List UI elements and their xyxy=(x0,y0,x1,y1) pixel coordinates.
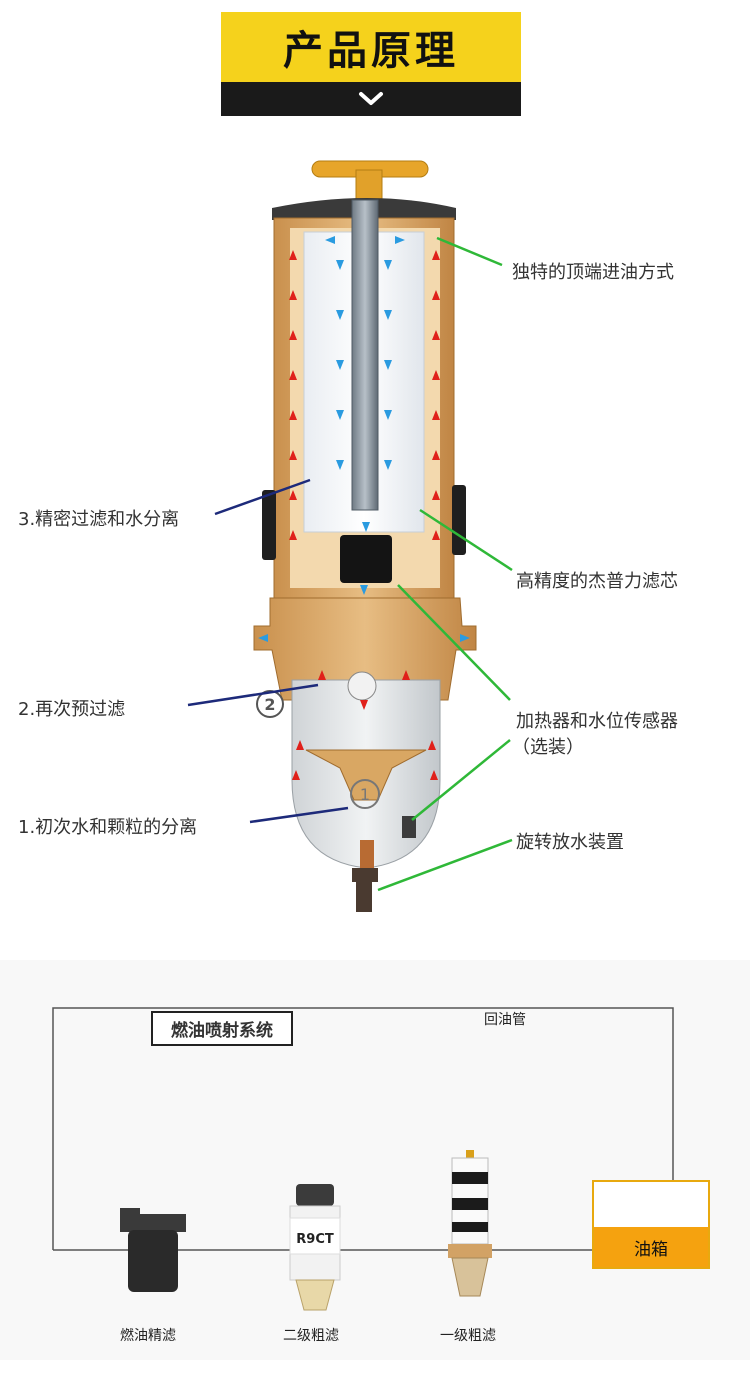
primary-filter-label: 一级粗滤 xyxy=(440,1328,496,1344)
secondary-model-text: R9CT xyxy=(296,1232,334,1247)
secondary-filter-image: R9CT xyxy=(289,1184,341,1311)
return-pipe-line xyxy=(52,1007,674,1250)
marker-1-text: 1 xyxy=(360,785,370,804)
section-title-footer xyxy=(221,82,521,116)
marker-2: 2 xyxy=(256,690,284,718)
chevron-down-icon xyxy=(359,92,383,105)
return-pipe-label: 回油管 xyxy=(484,1012,526,1028)
label-prefilter: 2.再次预过滤 xyxy=(18,699,126,720)
marker-1: 1 xyxy=(350,779,380,809)
check-ball xyxy=(347,671,377,701)
fine-filter-image xyxy=(120,1208,186,1292)
heater-sensor xyxy=(402,816,416,838)
marker-2-text: 2 xyxy=(264,695,275,714)
label-heater-optional: （选装） xyxy=(512,737,584,758)
t-handle xyxy=(311,160,429,205)
red-flow-arrows xyxy=(289,250,440,780)
right-bracket xyxy=(452,485,466,555)
left-bracket xyxy=(262,490,276,560)
element-base xyxy=(340,535,392,583)
callout-lines xyxy=(187,236,513,892)
blue-flow-arrows xyxy=(258,236,470,642)
fuel-system-schematic: R9CT xyxy=(0,960,750,1360)
fuel-tank: 油箱 xyxy=(592,1180,710,1269)
section-title-bar: 产品原理 xyxy=(221,12,521,82)
section-header: 产品原理 xyxy=(221,12,521,116)
label-drain-valve: 旋转放水装置 xyxy=(516,832,624,853)
center-tube xyxy=(351,199,379,511)
label-top-inlet: 独特的顶端进油方式 xyxy=(512,262,674,283)
fuel-tank-label: 油箱 xyxy=(634,1239,668,1260)
head-casting xyxy=(253,597,477,701)
secondary-filter-label: 二级粗滤 xyxy=(283,1328,339,1344)
fuel-injection-system-title: 燃油喷射系统 xyxy=(151,1011,293,1046)
label-fine-filter: 3.精密过滤和水分离 xyxy=(18,509,180,530)
section-title: 产品原理 xyxy=(283,28,459,74)
label-filter-element: 高精度的杰普力滤芯 xyxy=(516,571,678,592)
label-heater-sensor: 加热器和水位传感器 xyxy=(516,711,678,732)
primary-filter-image xyxy=(448,1150,492,1297)
label-primary-separation: 1.初次水和颗粒的分离 xyxy=(18,817,198,838)
filter-cutaway-diagram: 2 1 xyxy=(187,160,513,912)
fine-filter-label: 燃油精滤 xyxy=(120,1328,176,1344)
fuel-tank-fill: 油箱 xyxy=(594,1227,708,1267)
drain-valve xyxy=(352,840,378,912)
